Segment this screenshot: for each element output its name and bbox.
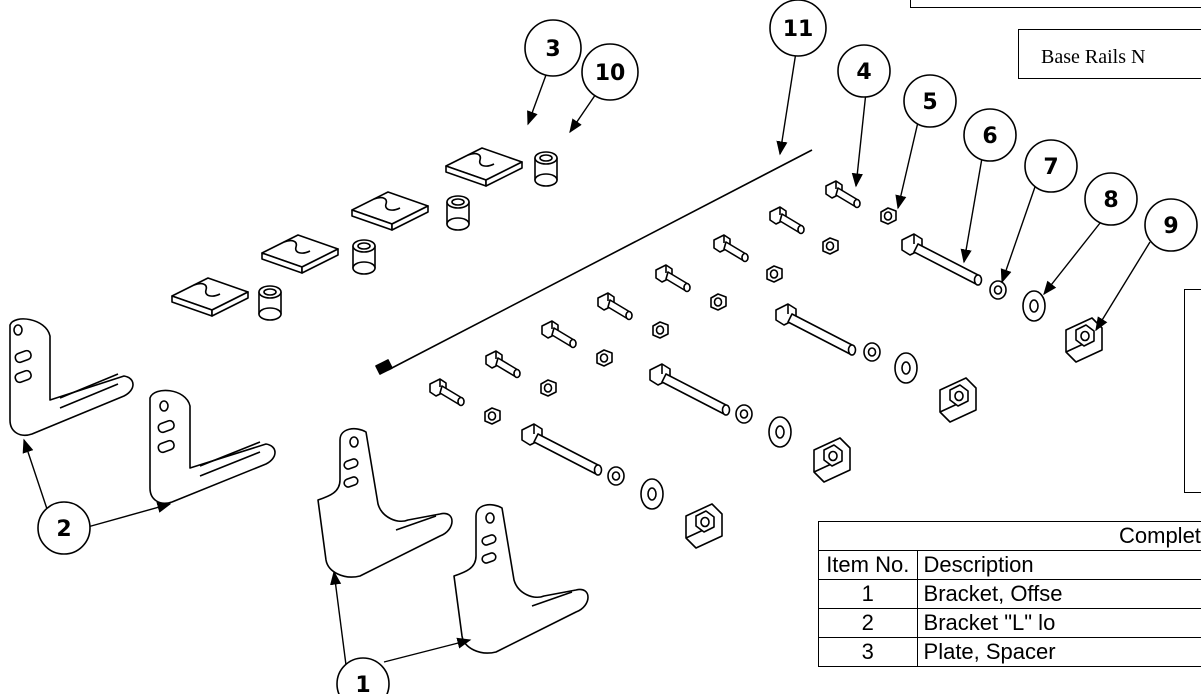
table-row: 1 Bracket, Offse — [818, 579, 1201, 609]
svg-text:11: 11 — [783, 17, 814, 42]
description-cell: Bracket, Offse — [916, 579, 1201, 609]
callout-bubbles: 1 2 3 4 5 6 7 8 9 10 11 — [37, 0, 1198, 694]
bracket-l-long — [9, 318, 276, 504]
table-row: 3 Plate, Spacer — [818, 637, 1201, 667]
table-row: 2 Bracket "L" lo — [818, 608, 1201, 638]
clip-nut — [685, 317, 1103, 549]
svg-text:2: 2 — [56, 517, 71, 542]
callout-1b: 2 — [37, 501, 91, 555]
description-cell: Plate, Spacer — [916, 637, 1201, 667]
header-description: Description — [916, 550, 1201, 580]
callout-7: 7 — [1024, 139, 1078, 193]
svg-text:7: 7 — [1043, 155, 1058, 180]
title-block-edge — [910, 0, 1201, 8]
parts-table-title-row: Complete — [817, 521, 1201, 551]
svg-text:10: 10 — [595, 61, 626, 86]
svg-text:5: 5 — [922, 90, 937, 115]
spacer-bushing — [258, 151, 558, 321]
svg-text:4: 4 — [856, 60, 871, 85]
threaded-rod — [375, 149, 813, 375]
parts-table-title: Complete — [817, 521, 1201, 551]
callout-8: 8 — [1084, 172, 1138, 226]
svg-text:1: 1 — [355, 673, 370, 694]
callout-3: 3 — [524, 19, 582, 77]
note-box — [1184, 289, 1201, 493]
description-cell: Bracket "L" lo — [916, 608, 1201, 638]
callout-10: 10 — [581, 43, 639, 101]
base-rails-note: Base Rails N — [1018, 29, 1201, 79]
callout-4: 4 — [837, 44, 891, 98]
item-no-cell: 2 — [818, 608, 918, 638]
leader-lines — [22, 51, 1151, 666]
item-no-cell: 1 — [818, 579, 918, 609]
item-no-cell: 3 — [818, 637, 918, 667]
callout-11: 11 — [769, 0, 827, 57]
callout-9: 9 — [1144, 198, 1198, 252]
spacer-plate — [171, 147, 523, 317]
callout-1: 1 — [336, 657, 390, 694]
bracket-offset — [317, 427, 589, 654]
svg-text:9: 9 — [1163, 214, 1178, 239]
callout-6: 6 — [963, 108, 1017, 162]
svg-text:3: 3 — [545, 37, 560, 62]
base-rails-note-text: Base Rails N — [1041, 46, 1146, 68]
svg-text:6: 6 — [982, 124, 997, 149]
svg-text:8: 8 — [1103, 188, 1118, 213]
callout-5: 5 — [903, 74, 957, 128]
parts-table: Complete Item No. Description 1 Bracket,… — [817, 521, 1201, 667]
header-item-no: Item No. — [818, 550, 918, 580]
long-bolt — [521, 233, 983, 476]
parts-table-header-row: Item No. Description — [818, 550, 1201, 580]
short-bolt — [429, 180, 861, 407]
